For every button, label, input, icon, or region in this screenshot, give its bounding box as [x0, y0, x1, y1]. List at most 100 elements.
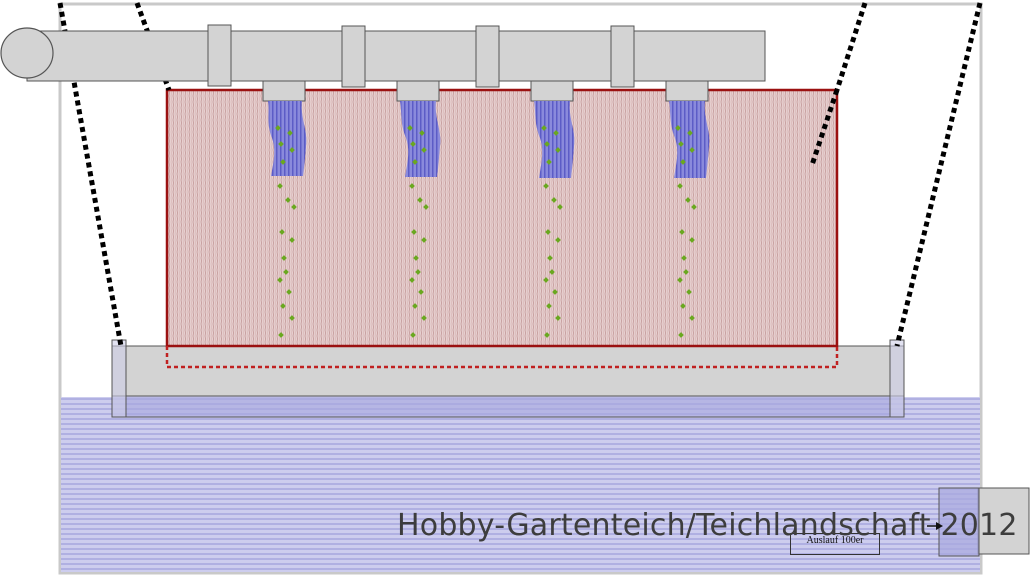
water-droplet [689, 147, 695, 153]
water-droplet [546, 303, 552, 309]
water-droplet [555, 315, 561, 321]
water-droplet [291, 204, 297, 210]
water-droplet [415, 269, 421, 275]
water-droplet [407, 125, 413, 131]
water-droplet [546, 159, 552, 165]
water-droplet [543, 183, 549, 189]
water-droplet [413, 255, 419, 261]
water-droplet [412, 303, 418, 309]
water-droplet [544, 332, 550, 338]
water-droplet [278, 332, 284, 338]
guide-right-inner [834, 2, 868, 91]
water-droplet [285, 197, 291, 203]
droplet-group [275, 125, 697, 338]
water-droplet [281, 255, 287, 261]
inlet-pipe-opening [0, 27, 54, 79]
water-droplet [685, 197, 691, 203]
water-droplet [544, 141, 550, 147]
water-droplet [678, 332, 684, 338]
water-droplet [680, 159, 686, 165]
water-body [61, 397, 980, 572]
water-droplet [680, 303, 686, 309]
inlet-nozzle [530, 80, 574, 102]
water-droplet [691, 204, 697, 210]
water-droplet [541, 125, 547, 131]
water-droplet [409, 277, 415, 283]
filter-screen [165, 88, 839, 348]
water-droplet [286, 289, 292, 295]
screen-bottom-dashed [165, 346, 839, 369]
water-droplet [547, 255, 553, 261]
water-stream [400, 101, 441, 177]
outlet-pipe [938, 487, 980, 557]
water-droplet [679, 229, 685, 235]
water-droplet [557, 204, 563, 210]
water-droplet [551, 197, 557, 203]
water-droplet [409, 183, 415, 189]
guide-right-mid [809, 89, 840, 166]
water-droplet [289, 315, 295, 321]
water-droplet [549, 269, 555, 275]
collecting-trough [111, 345, 905, 397]
water-droplet [687, 130, 693, 136]
water-droplet [277, 183, 283, 189]
water-droplet [553, 130, 559, 136]
inlet-nozzle [396, 80, 440, 102]
outlet-box [977, 487, 1030, 555]
water-stream [534, 101, 575, 178]
water-droplet [677, 183, 683, 189]
water-droplet [423, 204, 429, 210]
water-stream [268, 101, 307, 176]
water-droplet [421, 315, 427, 321]
water-droplet [283, 269, 289, 275]
water-droplet [421, 147, 427, 153]
trough-right-post [889, 339, 905, 418]
water-droplet [289, 237, 295, 243]
trough-submerged [111, 395, 905, 418]
inlet-nozzle [665, 80, 709, 102]
water-droplet [552, 289, 558, 295]
water-droplet [678, 141, 684, 147]
water-droplet [689, 237, 695, 243]
water-droplet [681, 255, 687, 261]
water-droplet [686, 289, 692, 295]
water-droplet [419, 130, 425, 136]
outlet-arrow-head [936, 522, 943, 530]
water-droplet [279, 229, 285, 235]
outlet-label: Auslauf 100er [790, 533, 880, 555]
water-droplet [417, 197, 423, 203]
water-droplet [421, 237, 427, 243]
water-droplet [683, 269, 689, 275]
pipe-clamp [341, 25, 366, 88]
watermark-text: Hobby-Gartenteich/Teichlandschaft 2012 [397, 508, 1018, 543]
water-droplet [677, 277, 683, 283]
water-droplet [277, 277, 283, 283]
pipe-clamp [610, 25, 635, 88]
inlet-pipe [26, 30, 766, 82]
water-droplet [287, 130, 293, 136]
trough-left-post [111, 339, 127, 418]
water-droplet [278, 141, 284, 147]
water-droplet [555, 147, 561, 153]
water-droplet [289, 147, 295, 153]
water-droplet [280, 159, 286, 165]
water-droplet [275, 125, 281, 131]
water-droplet [410, 332, 416, 338]
water-droplet [675, 125, 681, 131]
container-outline [58, 2, 983, 575]
water-droplet [412, 159, 418, 165]
inlet-nozzle [262, 80, 306, 102]
water-droplet [411, 229, 417, 235]
pipe-clamp [475, 25, 500, 88]
water-droplet [280, 303, 286, 309]
water-droplet [543, 277, 549, 283]
water-droplet [418, 289, 424, 295]
water-droplet [410, 141, 416, 147]
pipe-clamp [207, 24, 232, 87]
water-stream [669, 101, 710, 178]
water-droplet [689, 315, 695, 321]
water-droplet [555, 237, 561, 243]
water-droplet [545, 229, 551, 235]
